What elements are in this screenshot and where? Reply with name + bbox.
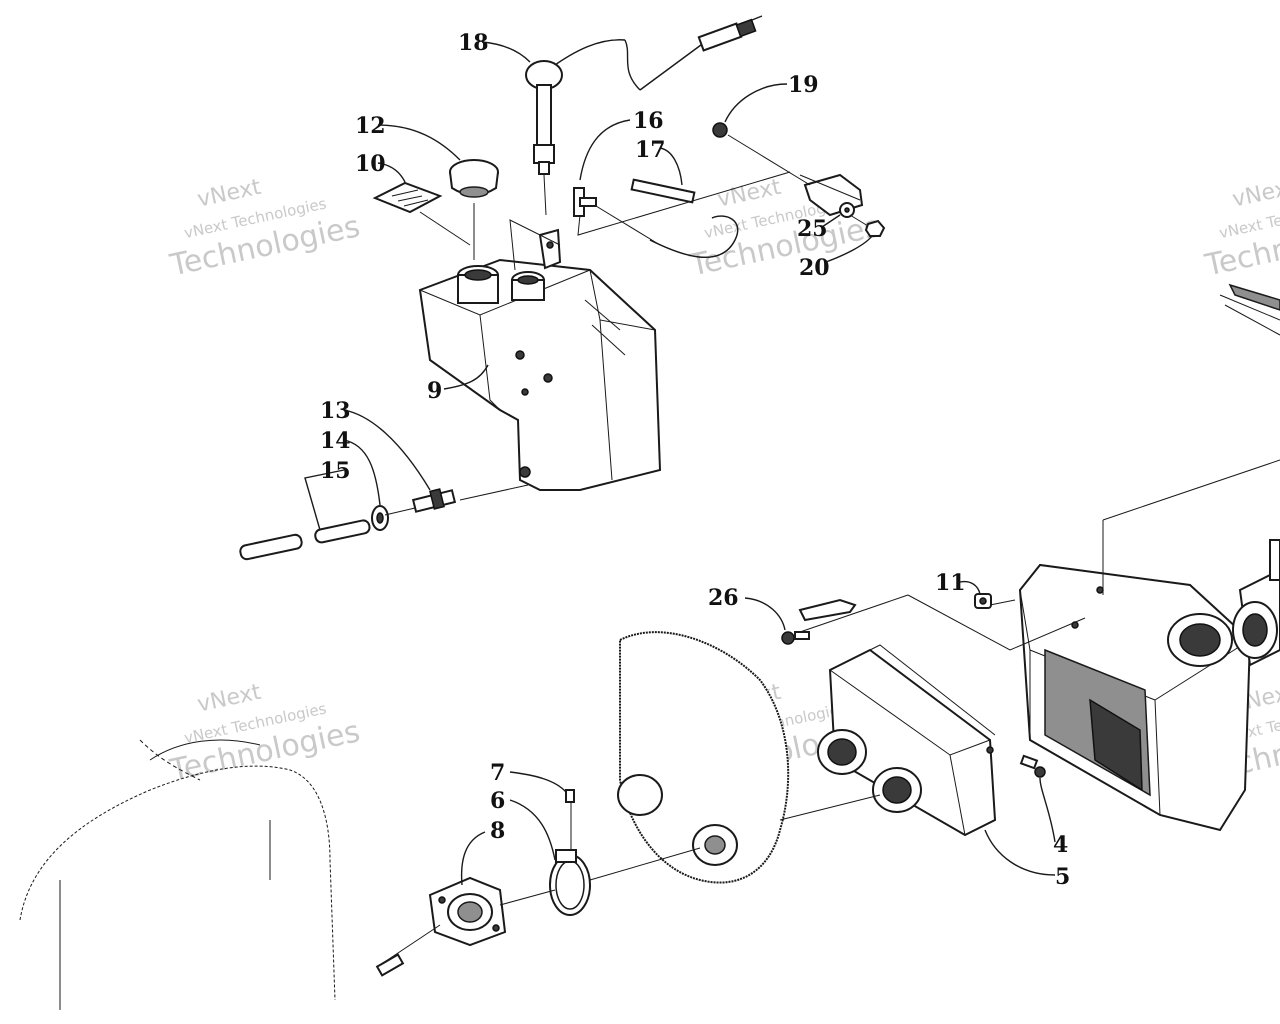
part-26-screw [781,631,810,645]
callout-19: 19 [788,72,819,98]
part-13-fitting [411,488,457,513]
callout-8: 8 [490,818,505,844]
alignment-lines [375,134,1280,977]
callout-5: 5 [1055,864,1070,890]
callout-13: 13 [320,398,351,424]
callout-17: 17 [635,137,666,163]
part-18-sensor [525,15,763,175]
svg-text:vNext: vNext [1230,175,1280,213]
callout-10: 10 [355,151,386,177]
leader-lines [304,41,1056,886]
callout-25: 25 [797,216,828,242]
upper-right-part [1219,283,1280,336]
air-box [1018,563,1252,832]
callout-4: 4 [1053,832,1068,858]
part-11-clip [974,593,992,609]
callout-14: 14 [320,428,351,454]
callout-7: 7 [490,760,505,786]
svg-text:vNext: vNext [715,175,783,213]
watermark-left-bottom: vNext vNext Technologies Technologies [166,680,363,789]
callout-20: 20 [799,255,830,281]
part-6-clamp [549,849,591,916]
watermark-right-top: vNext vNext Technologies Technologies [1201,175,1280,284]
part-8-flange [428,876,507,947]
part-5-intake-silencer [817,644,997,837]
callout-labels: 18 12 10 16 17 19 25 20 9 13 14 15 26 11… [320,30,1070,890]
latch [798,598,857,622]
callout-12: 12 [355,113,386,139]
callout-26: 26 [708,585,739,611]
part-15-hose [239,519,371,561]
part-4-screw [1019,754,1046,778]
watermark-left-top: vNext vNext Technologies Technologies [166,175,363,284]
air-box-inlet [1232,539,1280,667]
part-7-screw [565,789,575,803]
part-17-hose [630,178,739,258]
part-25-washer [839,202,855,218]
callout-11: 11 [935,570,966,596]
engine-outline [19,739,336,1010]
part-9-oil-tank [418,228,662,491]
svg-text:vNext: vNext [195,175,263,213]
svg-text:vNext: vNext [195,680,263,718]
callout-16: 16 [633,108,664,134]
part-16-fitting [573,187,597,217]
callout-15: 15 [320,458,351,484]
callout-9: 9 [427,378,442,404]
part-12-filler-cap [449,159,499,198]
part-19-bolt [712,122,728,138]
callout-18: 18 [458,30,489,56]
callout-6: 6 [490,788,505,814]
carburetor [617,631,790,884]
part-10-decal [372,181,443,214]
part-20-nut [864,219,886,237]
part-14-washer [371,505,389,531]
